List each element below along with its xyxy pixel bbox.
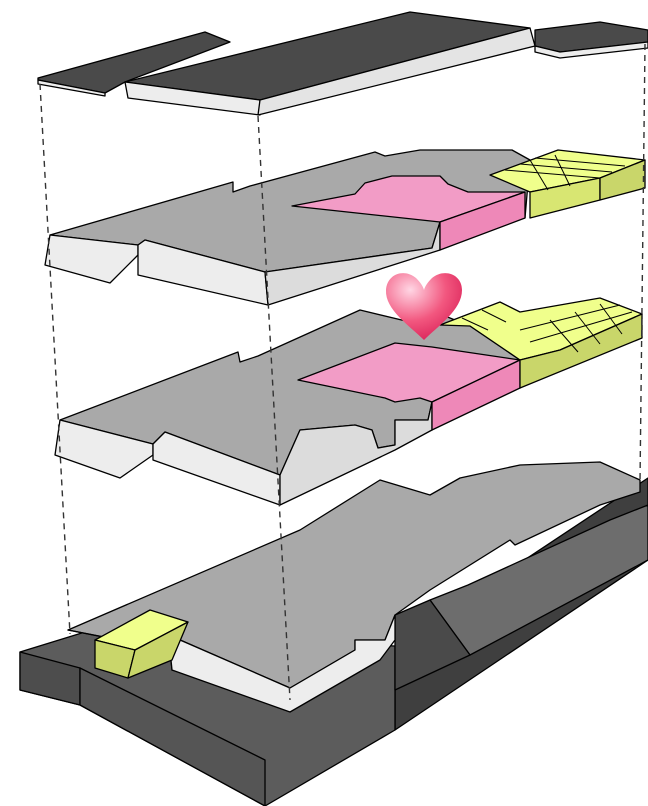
roof-layer [37,11,648,116]
ground-base-step [79,667,266,806]
alignment-line-right [639,43,646,483]
middle-floor-edge-right [279,401,433,506]
upper-pink-zone-side [439,191,526,251]
upper-floor-edge-left [44,234,139,284]
upper-floor-layer [44,149,646,306]
alignment-line-left [39,83,71,635]
alignment-lines [39,43,646,701]
middle-yellow-grid [461,303,633,353]
roof-edge-right [534,41,648,59]
middle-floor-layer [54,273,643,506]
upper-yellow-grid [504,154,626,191]
ground-yellow-zone-side2 [127,621,189,679]
upper-yellow-zone-side [599,159,646,201]
alignment-line-center [257,115,291,701]
roof-edge-left [37,79,106,97]
ground-floor-layer [19,461,648,806]
middle-yellow-zone-side [519,313,643,389]
ground-ramp-edge [394,599,471,691]
middle-floor-edge-left [54,419,154,479]
ground-floor-edge-main [169,614,396,713]
heart-icon [385,273,462,340]
